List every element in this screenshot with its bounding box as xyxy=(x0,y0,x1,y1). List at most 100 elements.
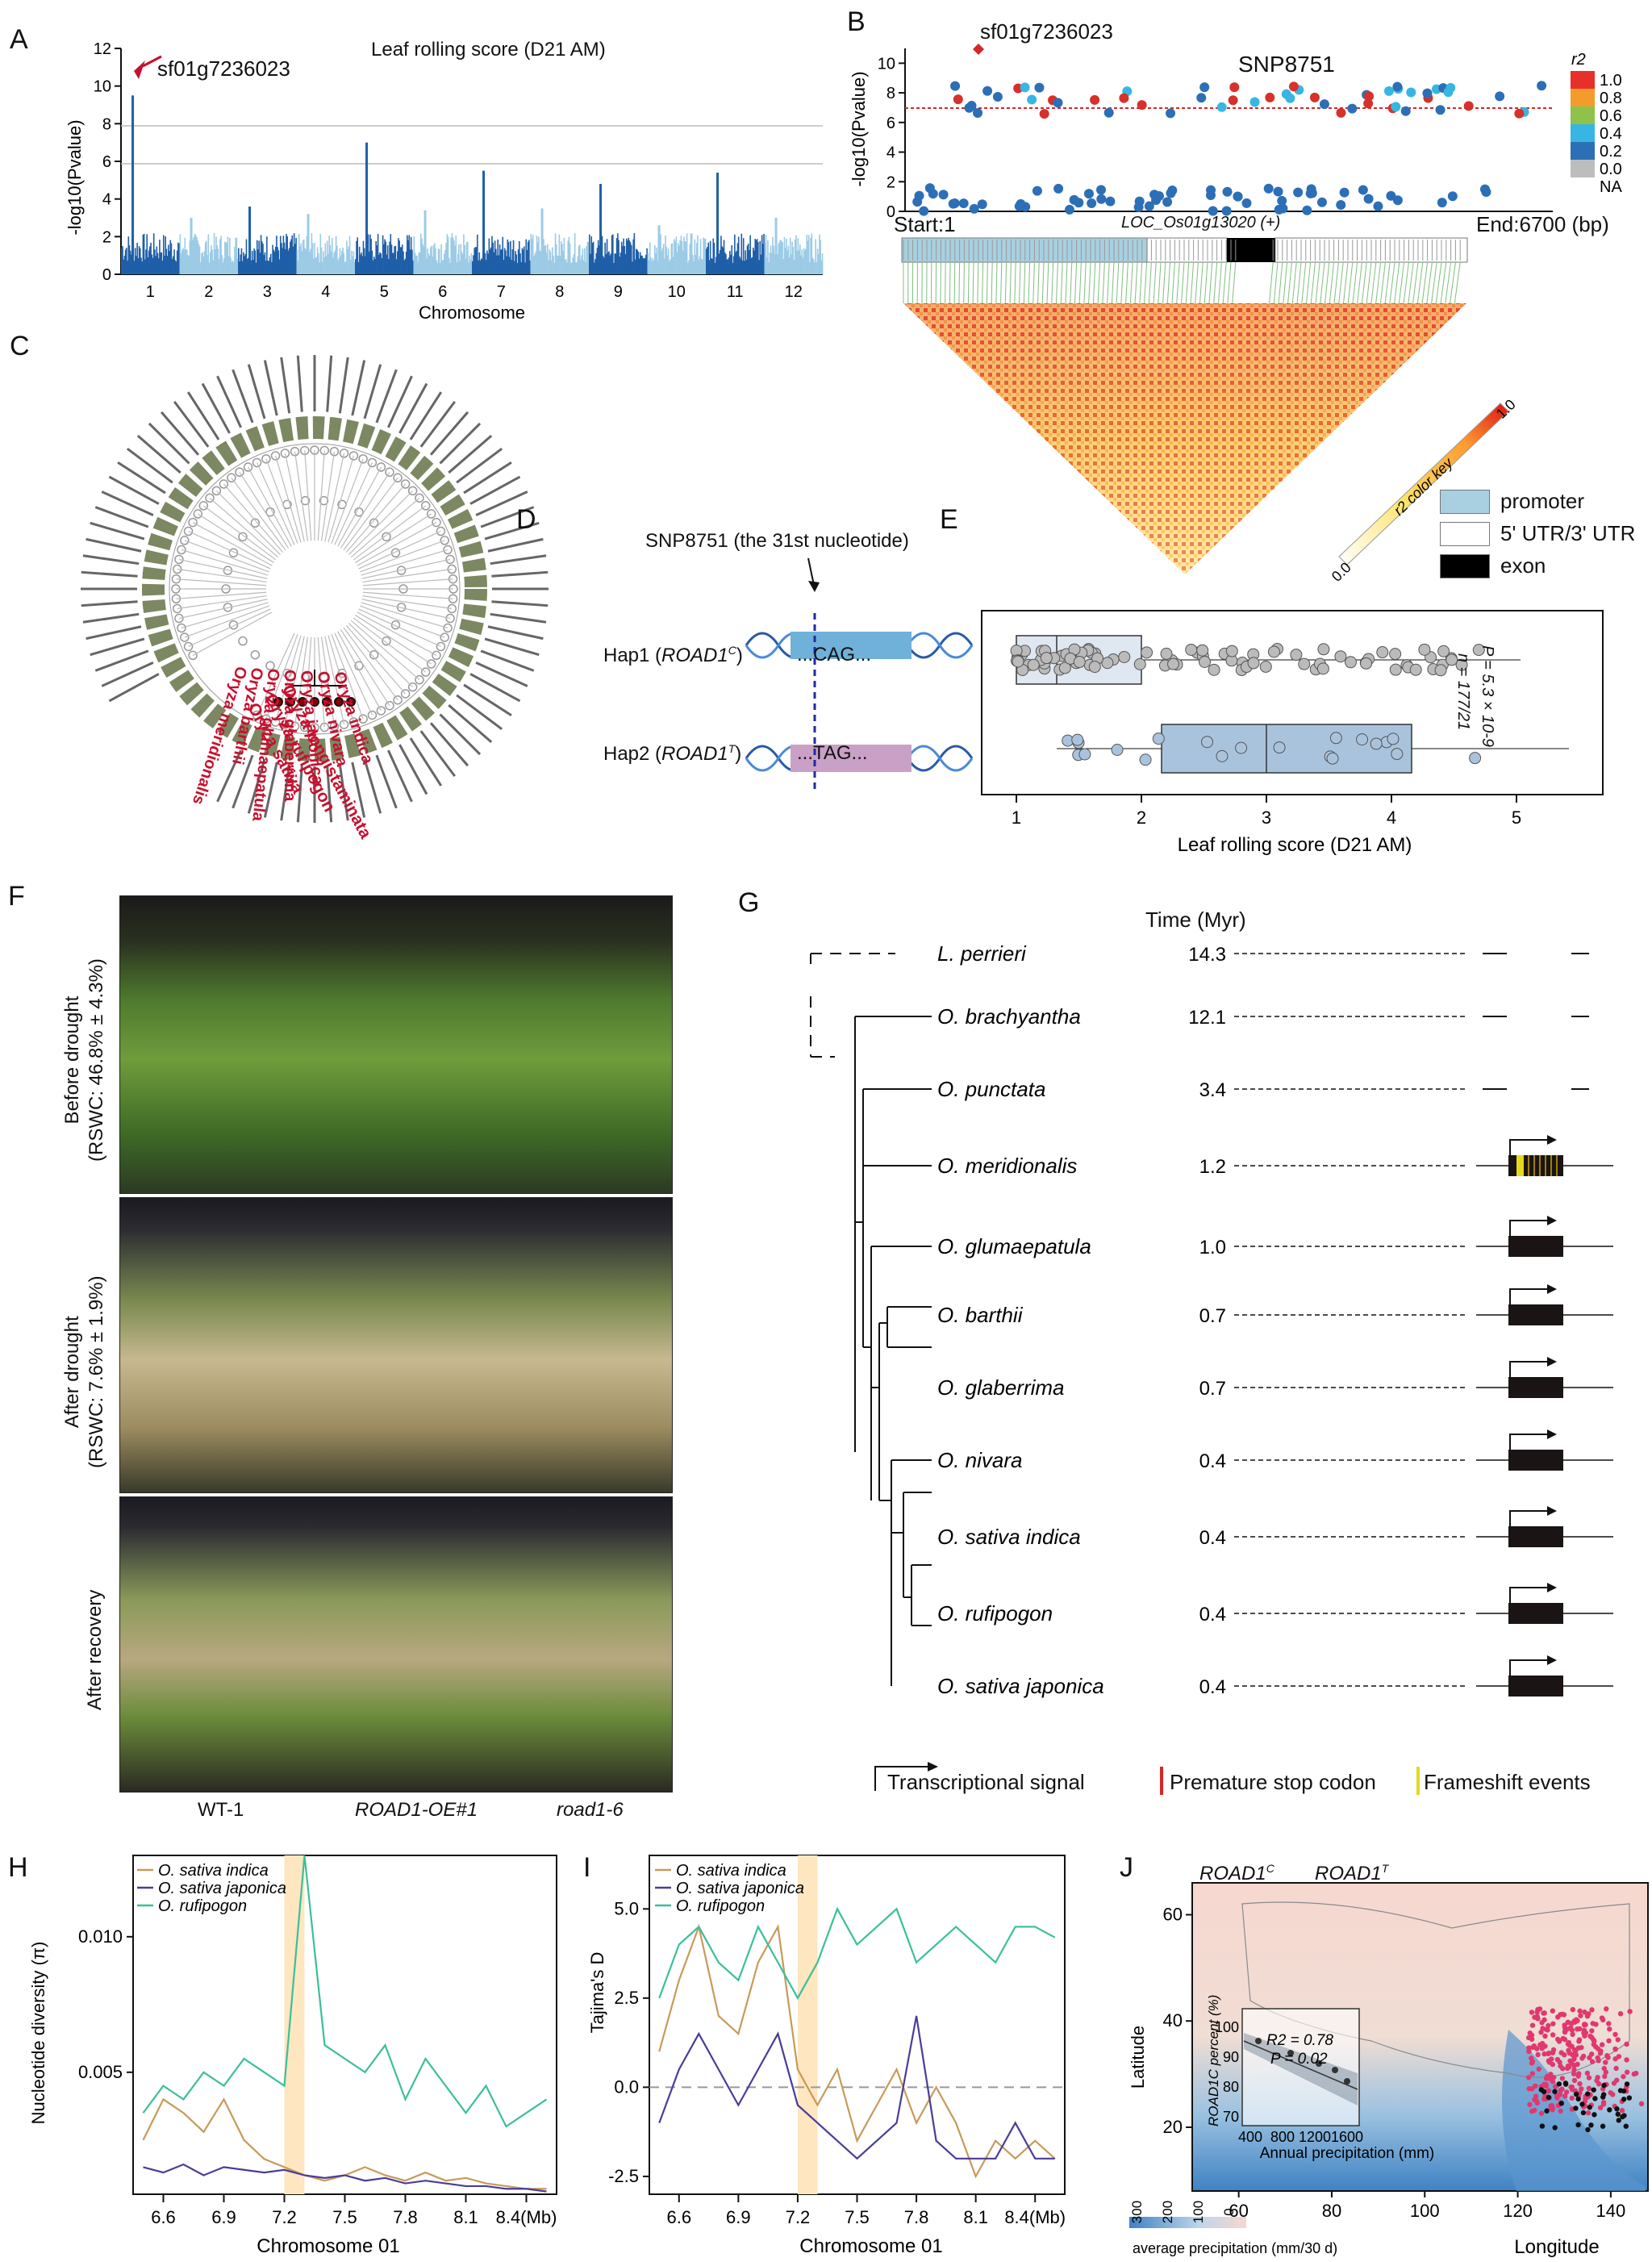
snp-point xyxy=(1014,201,1024,211)
road1c-point xyxy=(1624,2057,1629,2063)
road1c-point xyxy=(1586,2011,1592,2017)
species-name-9: O. rufipogon xyxy=(937,1601,1053,1626)
road1c-point xyxy=(1542,2043,1548,2049)
species-label-mark xyxy=(491,570,549,578)
road1c-point xyxy=(1570,2051,1575,2058)
species-label-mark xyxy=(448,434,493,474)
hap2-point xyxy=(1078,748,1091,761)
species-name-5: O. barthii xyxy=(937,1303,1024,1327)
snp-point xyxy=(1392,195,1403,206)
road1c-point xyxy=(1570,2006,1576,2013)
species-label-mark xyxy=(409,737,443,787)
hap1-point xyxy=(1199,655,1212,668)
road1c-point xyxy=(1550,2050,1556,2055)
snp-point xyxy=(1096,194,1107,204)
species-time-4: 1.0 xyxy=(1199,1237,1226,1258)
road1t-point xyxy=(1614,2105,1620,2112)
panel-i-xlabel: Chromosome 01 xyxy=(799,2235,942,2257)
snp-point xyxy=(1053,183,1064,194)
snp-point xyxy=(1034,82,1045,93)
transcription-arrow-icon xyxy=(1547,1357,1557,1367)
road1c-point xyxy=(1603,2069,1609,2075)
snp-point xyxy=(1437,198,1447,208)
manhattan-peak-3 xyxy=(248,207,252,274)
panel-b-ylabel: -log10(Pvalue) xyxy=(849,71,869,186)
species-label-mark xyxy=(484,637,540,657)
gene-name-label: LOC_Os01g13020 (+) xyxy=(1121,214,1281,232)
road1c-point xyxy=(1527,2101,1533,2108)
snp-point xyxy=(1103,107,1114,118)
species-label-mark xyxy=(201,382,231,434)
panel-e-xlabel: Leaf rolling score (D21 AM) xyxy=(1178,834,1412,856)
i-legend-2: O. rufipogon xyxy=(676,1897,765,1915)
species-label-mark xyxy=(456,694,503,730)
ytick-6: 6 xyxy=(102,153,111,171)
road1c-point xyxy=(1559,2076,1566,2081)
road1c-point xyxy=(1566,2047,1571,2054)
road1c-point xyxy=(1546,2022,1551,2029)
manhattan-peak-1 xyxy=(131,95,135,274)
species-label-mark xyxy=(463,461,512,495)
manhattan-peak-8 xyxy=(540,208,544,274)
road1c-point xyxy=(1557,2060,1562,2065)
species-label-mark xyxy=(86,625,142,641)
hap1-point xyxy=(1409,663,1422,676)
h-ytick-0.005: 0.005 xyxy=(78,2062,123,2082)
snp-point xyxy=(1032,186,1042,196)
snp-point xyxy=(1074,198,1084,208)
snp-point xyxy=(1391,102,1401,112)
road1c-point xyxy=(1570,2031,1575,2038)
legend-frameshift: Frameshift events xyxy=(1424,1770,1591,1794)
species-label-mark xyxy=(475,661,528,687)
species-label-mark xyxy=(419,730,456,778)
road1c-point xyxy=(1567,2058,1573,2064)
snp-point xyxy=(1233,191,1243,202)
snp-point xyxy=(1249,97,1260,107)
svg-text:average precipitation (mm/30 d: average precipitation (mm/30 d) xyxy=(1133,2240,1337,2256)
road1c-point xyxy=(1612,2047,1618,2052)
species-time-7: 0.4 xyxy=(1199,1450,1226,1472)
road1c-point xyxy=(1542,2033,1548,2039)
snp-point xyxy=(1302,205,1312,215)
panel-a-xlabel: Chromosome xyxy=(419,303,525,323)
species-label-mark xyxy=(232,369,254,424)
road1t-point xyxy=(1556,2081,1562,2087)
legend-premature-stop: Premature stop codon xyxy=(1170,1770,1376,1794)
species-label-mark xyxy=(409,391,443,440)
species-label-mark xyxy=(108,673,160,703)
road1c-point xyxy=(1575,2026,1580,2032)
hap1-label: Hap1 (ROAD1C) xyxy=(603,644,743,666)
species-label-mark xyxy=(439,422,482,465)
snp-point xyxy=(1208,206,1218,216)
snp-point xyxy=(924,183,935,194)
road1c-point xyxy=(1585,2110,1592,2116)
snp-point xyxy=(919,206,929,216)
species-label-mark xyxy=(469,673,521,703)
road1c-point xyxy=(1553,2084,1558,2089)
road1c-point xyxy=(1546,2088,1551,2094)
legend-road1c: ROAD1C xyxy=(1199,1862,1274,1884)
species-label-mark xyxy=(484,521,540,540)
i-legend-1: O. sativa japonica xyxy=(676,1880,804,1897)
highlighted-clade xyxy=(273,670,356,707)
road1c-point xyxy=(1586,2075,1592,2080)
road1c-point xyxy=(1599,2042,1605,2047)
species-name-4: O. glumaepatula xyxy=(937,1234,1091,1258)
road1c-point xyxy=(1569,2027,1575,2033)
transcription-arrow-icon xyxy=(1547,1216,1557,1225)
road1c-point xyxy=(1529,2108,1535,2114)
snp-point xyxy=(1119,93,1129,103)
hap2-point xyxy=(1111,744,1124,757)
manhattan-peak-6 xyxy=(423,210,427,274)
panel-g-time-title: Time (Myr) xyxy=(1145,908,1246,932)
hap2-point xyxy=(1387,732,1400,745)
snp-point xyxy=(1422,88,1433,98)
i-xtick-8.4(Mb): 8.4(Mb) xyxy=(1004,2207,1066,2227)
species-time-9: 0.4 xyxy=(1199,1604,1226,1626)
r2-legend-1: 0.8 xyxy=(1600,90,1622,107)
snp-point xyxy=(1162,197,1173,207)
road1c-point xyxy=(1576,2071,1582,2076)
snp-point xyxy=(966,101,977,111)
snp-point xyxy=(1053,98,1063,108)
